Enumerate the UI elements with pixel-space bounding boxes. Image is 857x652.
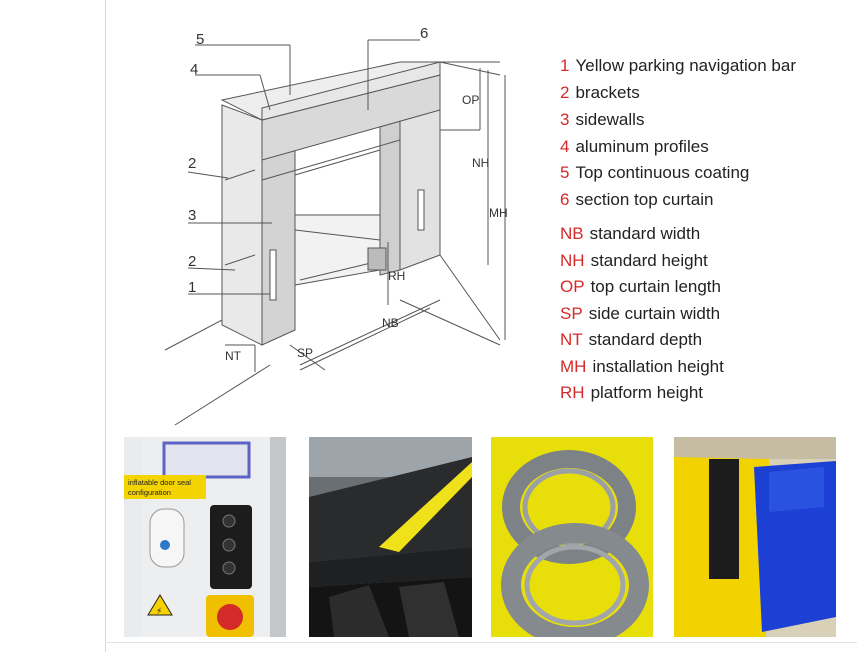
legend-key: NH [560,251,585,270]
dimension-nh-label: NH [472,156,489,170]
panel-caption: inflatable door seal configuration [124,475,206,499]
legend-item-op: OP top curtain length [560,277,721,297]
legend-item-nt: NT standard depth [560,330,702,350]
legend-key: SP [560,304,583,323]
legend-item-part-3: 3 sidewalls [560,110,644,130]
dimension-rh-label: RH [388,269,405,283]
legend-key: RH [560,383,585,402]
legend-label: standard depth [588,330,703,349]
seal-rings-photo [491,437,653,637]
legend-label: Top continuous coating [575,163,750,182]
legend-label: standard width [589,224,701,243]
legend-item-rh: RH platform height [560,383,703,403]
frame-divider [105,642,857,643]
legend-key: 5 [560,163,570,182]
legend-item-mh: MH installation height [560,357,724,377]
legend-key: 4 [560,137,570,156]
legend-label: top curtain length [590,277,721,296]
legend-label: installation height [592,357,724,376]
part-number-2-lower: 2 [188,253,196,270]
part-number-6: 6 [420,25,428,42]
legend-item-part-4: 4 aluminum profiles [560,137,709,157]
legend-key: MH [560,357,587,376]
curtain-photo [309,437,472,637]
control-panel-photo: ⚡ inflatable door seal configuration [124,437,286,637]
legend-label: Yellow parking navigation bar [575,56,796,75]
legend-label: standard height [590,251,708,270]
part-number-5: 5 [196,31,204,48]
svg-text:⚡: ⚡ [156,607,162,617]
legend-label: sidewalls [575,110,645,129]
legend-key: 2 [560,83,570,102]
legend-key: NB [560,224,584,243]
legend-item-part-6: 6 section top curtain [560,190,713,210]
legend-item-sp: SP side curtain width [560,304,720,324]
legend-item-nb: NB standard width [560,224,700,244]
dimension-nt-label: NT [225,349,242,363]
dimension-sp-label: SP [297,346,313,360]
dimension-mh-label: MH [489,206,508,220]
frame-divider [105,0,106,652]
legend-key: NT [560,330,583,349]
legend-label: platform height [590,383,704,402]
part-number-3: 3 [188,207,196,224]
part-number-4: 4 [190,61,198,78]
fabric-samples-photo [674,437,836,637]
legend-key: 3 [560,110,570,129]
legend-label: section top curtain [575,190,714,209]
dock-shelter-diagram: 5 4 6 2 3 2 1 OP NH MH RH NB NT SP [164,25,508,426]
legend-label: aluminum profiles [575,137,709,156]
dimension-nb-label: NB [382,316,399,330]
legend-item-part-2: 2 brackets [560,83,640,103]
part-number-2-upper: 2 [188,155,196,172]
legend-key: 6 [560,190,570,209]
legend-key: 1 [560,56,570,75]
legend-item-nh: NH standard height [560,251,708,271]
legend-label: brackets [575,83,640,102]
part-number-1: 1 [188,279,196,296]
legend-label: side curtain width [588,304,721,323]
legend-item-part-1: 1 Yellow parking navigation bar [560,56,796,76]
dimension-op-label: OP [462,93,479,107]
legend-item-part-5: 5 Top continuous coating [560,163,749,183]
legend-key: OP [560,277,585,296]
